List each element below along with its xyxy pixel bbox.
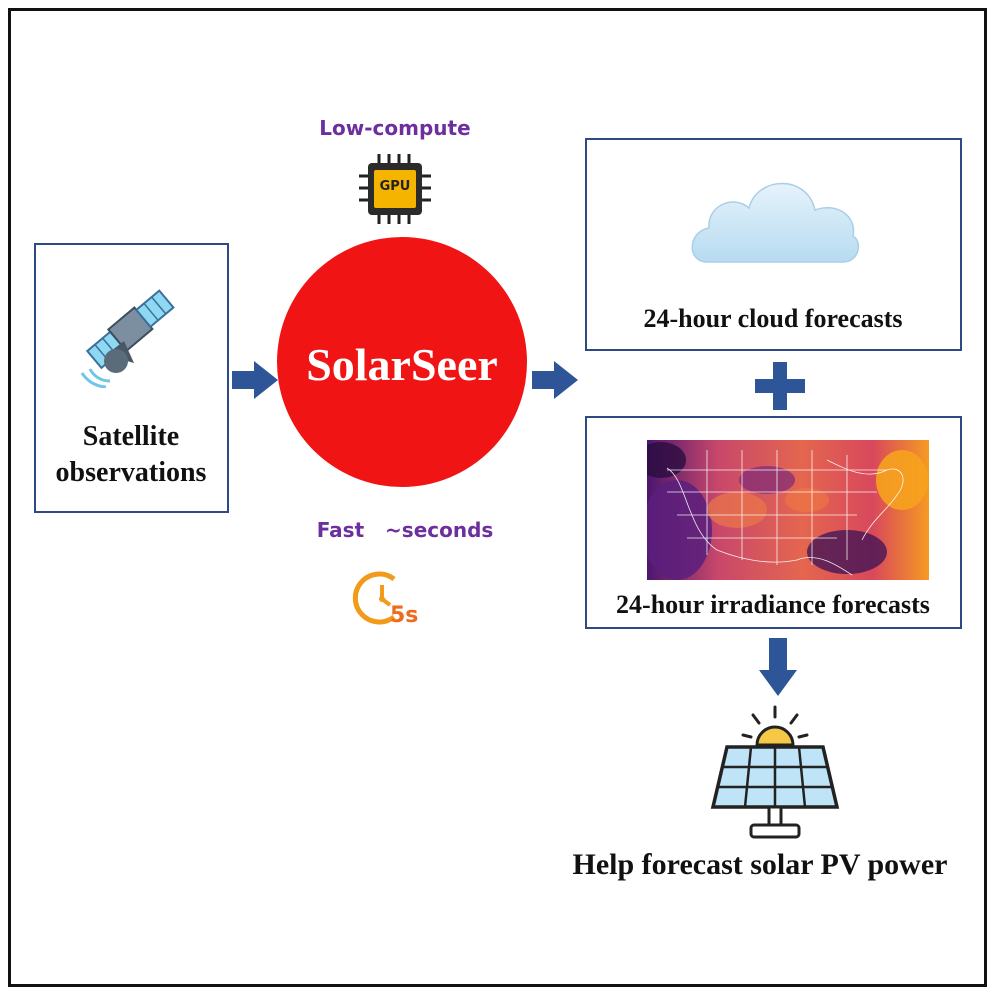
- cloud-forecast-box: 24-hour cloud forecasts: [585, 138, 962, 351]
- irradiance-forecast-box: 24-hour irradiance forecasts: [585, 416, 962, 629]
- plus-icon: [755, 362, 805, 410]
- timer-text: 5s: [390, 603, 419, 628]
- irradiance-map-image: [647, 440, 929, 580]
- gpu-chip-icon: GPU: [355, 154, 435, 224]
- figure-frame: [8, 8, 987, 987]
- satellite-label-line1: Satellite: [82, 421, 180, 452]
- solar-panel-icon: [710, 705, 840, 839]
- arrow-right-icon: [532, 361, 578, 399]
- timer-icon: 5s: [350, 565, 430, 635]
- satellite-label-line2: observations: [55, 457, 207, 488]
- output-label: Help forecast solar PV power: [572, 848, 948, 881]
- satellite-icon: [80, 289, 175, 388]
- cloud-forecast-label: 24-hour cloud forecasts: [643, 304, 903, 333]
- arrow-right-icon: [232, 361, 278, 399]
- irradiance-forecast-label: 24-hour irradiance forecasts: [616, 590, 930, 619]
- solarseer-model-name: SolarSeer: [306, 339, 498, 390]
- fast-seconds-label: Fast ~seconds: [316, 518, 494, 542]
- solarseer-model-circle: [277, 237, 527, 487]
- low-compute-label: Low-compute: [319, 116, 471, 140]
- gpu-chip-text: GPU: [379, 179, 411, 194]
- satellite-box: Satellite observations: [34, 243, 229, 513]
- cloud-icon: [691, 182, 860, 263]
- arrow-down-icon: [759, 638, 797, 696]
